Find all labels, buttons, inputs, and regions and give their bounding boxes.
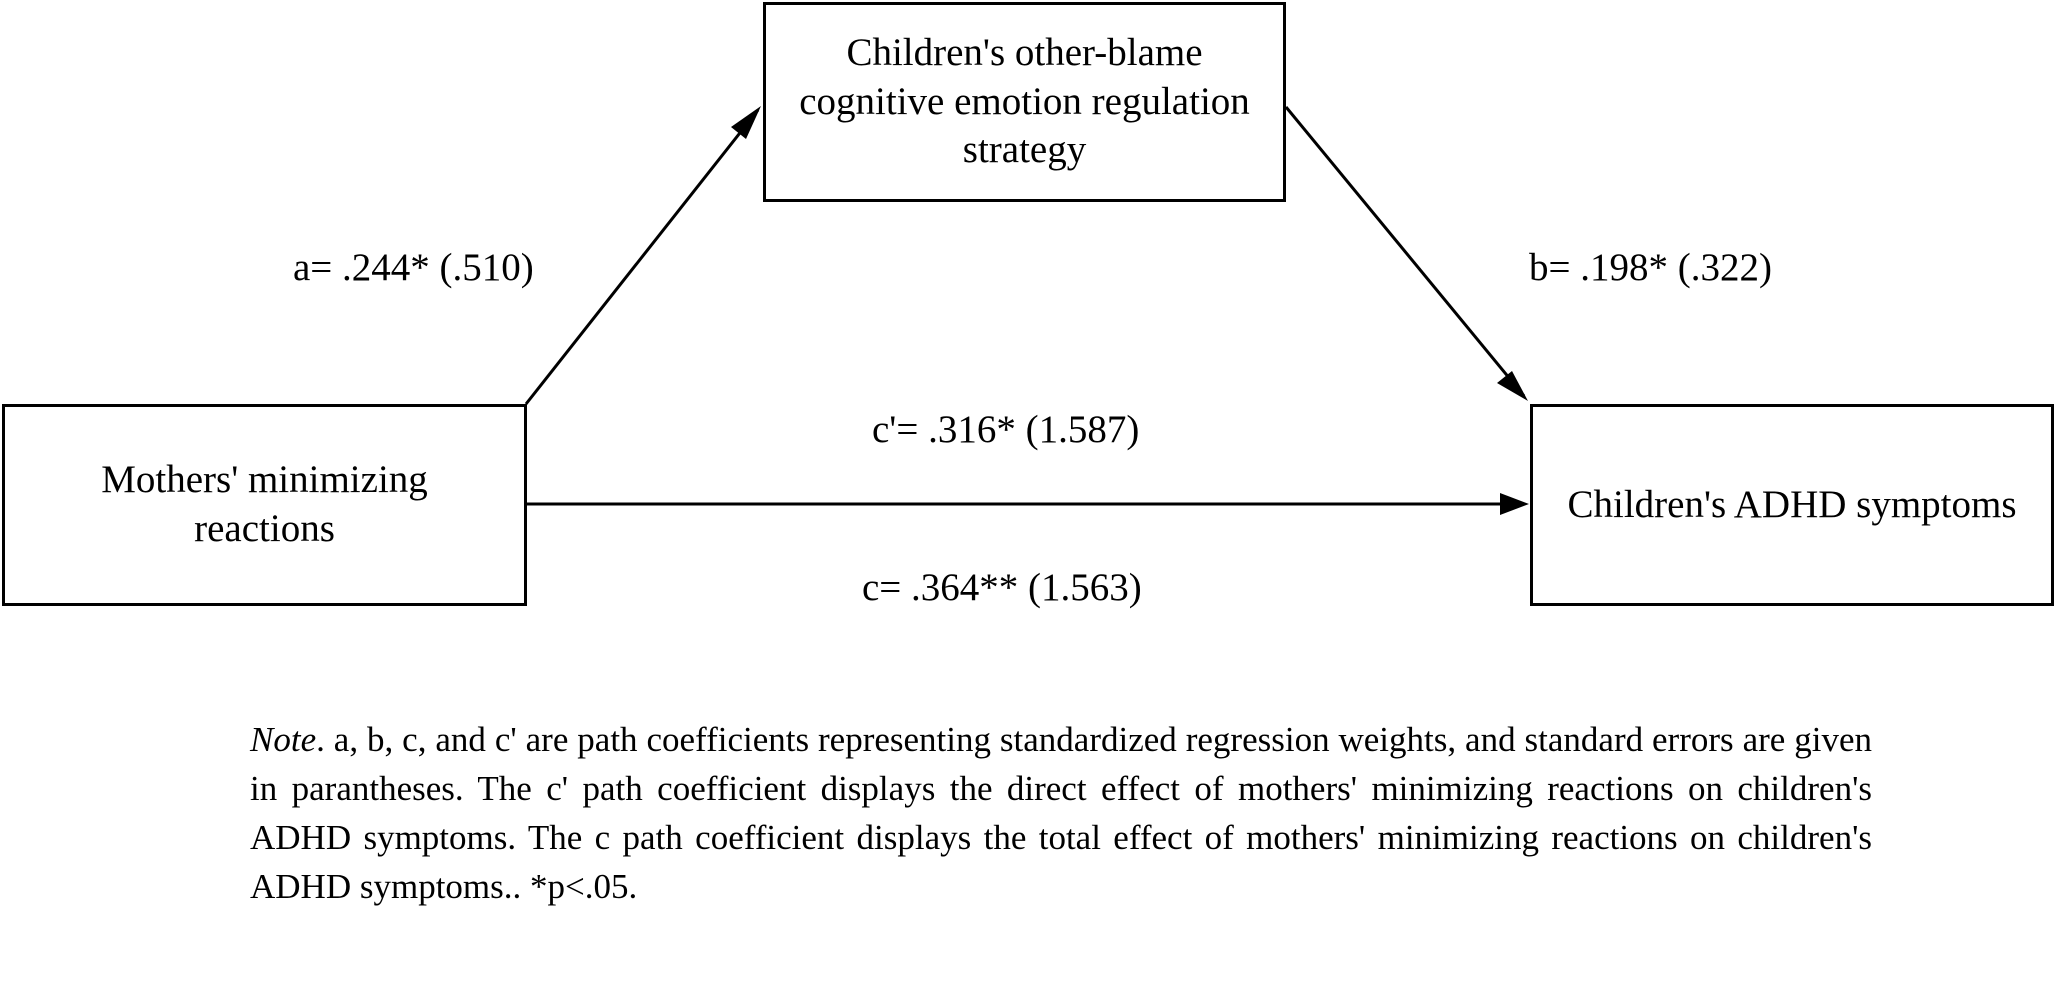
- path-c-coefficient: c= .364** (1.563): [862, 566, 1142, 609]
- node-mediator-line-2: cognitive emotion regulation: [799, 79, 1250, 123]
- node-predictor-line-2: reactions: [194, 507, 335, 550]
- node-outcome-adhd-symptoms: Children's ADHD symptoms: [1530, 404, 2054, 606]
- path-b-arrow: [1284, 106, 1526, 397]
- node-outcome-line-1: Children's ADHD symptoms: [1567, 482, 2017, 526]
- path-a-arrowhead: [731, 106, 761, 139]
- node-predictor-label: Mothers' minimizing reactions: [101, 456, 428, 554]
- note-text: . a, b, c, and c' are path coefficients …: [250, 720, 1872, 906]
- node-predictor-line-1: Mothers' minimizing: [101, 458, 428, 502]
- path-c-prime-coefficient: c'= .316* (1.587): [872, 408, 1140, 451]
- node-mediator-label: Children's other-blame cognitive emotion…: [799, 29, 1250, 175]
- path-b-coefficient: b= .198* (.322): [1529, 246, 1772, 289]
- figure-note: Note. a, b, c, and c' are path coefficie…: [250, 715, 1872, 911]
- path-c-arrowhead: [1500, 493, 1529, 515]
- node-outcome-label: Children's ADHD symptoms: [1567, 481, 2016, 530]
- note-lead: Note: [250, 720, 317, 759]
- node-predictor-minimizing-reactions: Mothers' minimizing reactions: [2, 404, 527, 606]
- path-a-arrow: [524, 109, 760, 405]
- node-mediator-line-3: strategy: [962, 128, 1087, 172]
- path-b-arrowhead: [1497, 371, 1528, 401]
- node-mediator-line-1: Children's other-blame: [846, 30, 1203, 74]
- node-mediator-other-blame: Children's other-blame cognitive emotion…: [763, 2, 1286, 202]
- path-a-coefficient: a= .244* (.510): [293, 246, 534, 289]
